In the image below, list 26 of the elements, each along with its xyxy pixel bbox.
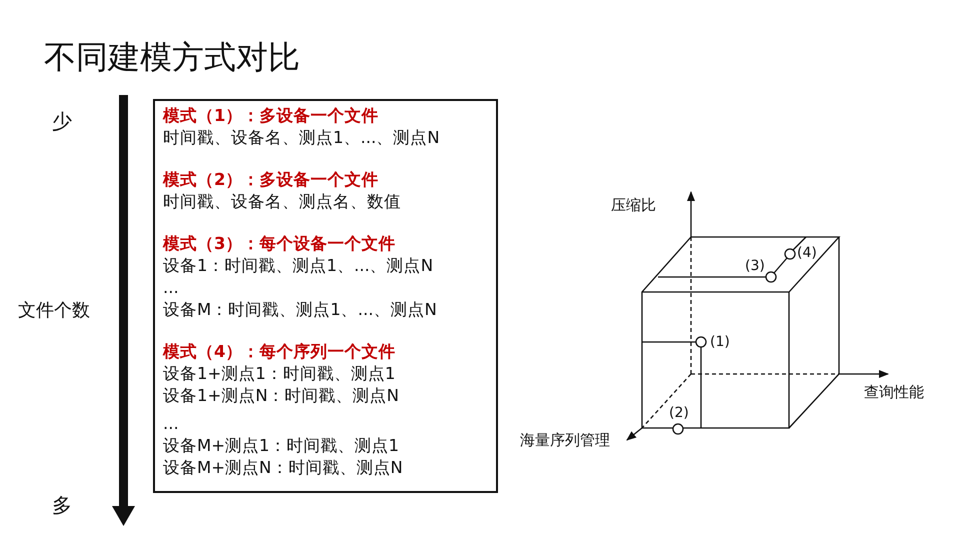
mode-heading: 模式（2）：多设备一个文件 — [163, 169, 378, 191]
axis-label: 海量序列管理 — [520, 431, 610, 450]
point-label: (1) — [710, 334, 730, 350]
format-line: 设备1：时间戳、测点1、...、测点N — [163, 255, 434, 277]
ellipsis-line: ... — [163, 277, 179, 299]
axis-label: 查询性能 — [864, 383, 924, 402]
slide-title: 不同建模方式对比 — [44, 37, 300, 78]
mode-heading: 模式（4）：每个序列一个文件 — [163, 341, 396, 363]
point-label: (4) — [797, 245, 817, 261]
mode-heading: 模式（1）：多设备一个文件 — [163, 105, 378, 127]
format-line: 设备1+测点N：时间戳、测点N — [163, 385, 400, 407]
axis-label: 压缩比 — [611, 196, 656, 215]
format-line: 时间戳、设备名、测点名、数值 — [163, 191, 401, 213]
format-line: 设备M：时间戳、测点1、...、测点N — [163, 299, 437, 321]
format-line: 设备M+测点N：时间戳、测点N — [163, 457, 403, 479]
mode-heading: 模式（3）：每个设备一个文件 — [163, 233, 396, 255]
scale-label: 多 — [52, 492, 72, 519]
format-line: 时间戳、设备名、测点1、...、测点N — [163, 127, 440, 149]
point-label: (3) — [745, 258, 765, 274]
format-line: 设备M+测点1：时间戳、测点1 — [163, 435, 400, 457]
text-panel — [153, 99, 498, 493]
axis-label: 文件个数 — [18, 299, 90, 322]
point-label: (2) — [669, 405, 689, 421]
ellipsis-line: ... — [163, 413, 179, 435]
scale-label: 少 — [52, 108, 72, 135]
format-line: 设备1+测点1：时间戳、测点1 — [163, 363, 396, 385]
